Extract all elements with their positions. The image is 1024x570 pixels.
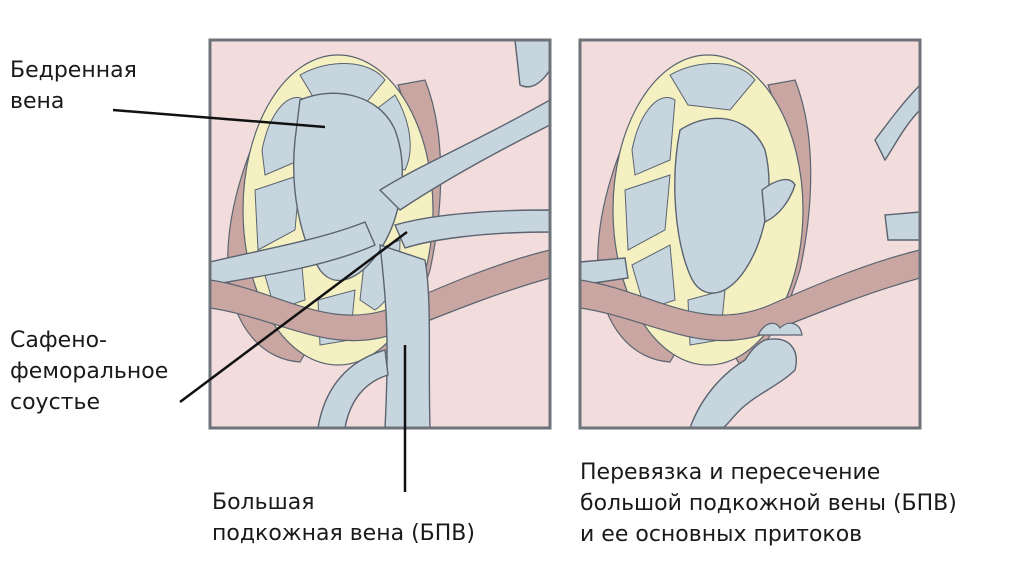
femoral-vein-r xyxy=(674,117,770,294)
ligation-caption-line2: большой подкожной вены (БПВ) xyxy=(580,491,957,516)
sfj-label-line1: Сафено- xyxy=(10,328,107,353)
right-panel-after xyxy=(578,38,922,430)
gsv-label-line1: Большая xyxy=(212,490,315,515)
great-saphenous-vein-label: Большая подкожная вена (БПВ) xyxy=(212,487,475,549)
right-panel-frame xyxy=(578,38,922,430)
cut-stump-upper-right xyxy=(874,84,920,162)
saphenofemoral-junction-label: Сафено- феморальное соустье xyxy=(10,325,168,418)
crossing-muscle xyxy=(210,249,550,342)
femoral-vein-label-line1: Бедренная xyxy=(10,58,137,83)
crossing-muscle-r xyxy=(580,249,920,342)
sfj-label-line2: феморальное xyxy=(10,359,169,384)
great-saphenous-vein xyxy=(379,243,431,428)
tributary-left xyxy=(210,221,376,286)
femoral-vein-label-line2: вена xyxy=(10,89,65,114)
cut-stump-right xyxy=(884,211,920,241)
gsv-tie-r xyxy=(756,322,803,336)
ligated-gsv-stump xyxy=(689,338,797,428)
sfj-label-line3: соустье xyxy=(10,390,100,415)
gsv-label-line2: подкожная вена (БПВ) xyxy=(212,521,475,546)
femoral-vein-label: Бедренная вена xyxy=(10,55,137,117)
pointer-saphenofemoral xyxy=(179,230,408,404)
left-panel-before xyxy=(208,38,552,430)
tributary-upper-right xyxy=(378,99,550,211)
tributary-right xyxy=(394,209,550,249)
cut-stump-left xyxy=(580,257,629,286)
pointer-femoral-vein xyxy=(112,108,326,129)
gsv-branch-left xyxy=(317,349,389,428)
ligated-junction-stump xyxy=(761,178,796,224)
ligation-caption-line1: Перевязка и пересечение xyxy=(580,460,881,485)
ligation-caption-line3: и ее основных притоков xyxy=(580,522,863,547)
left-panel-frame xyxy=(208,38,552,430)
ligation-caption: Перевязка и пересечение большой подкожно… xyxy=(580,457,957,550)
